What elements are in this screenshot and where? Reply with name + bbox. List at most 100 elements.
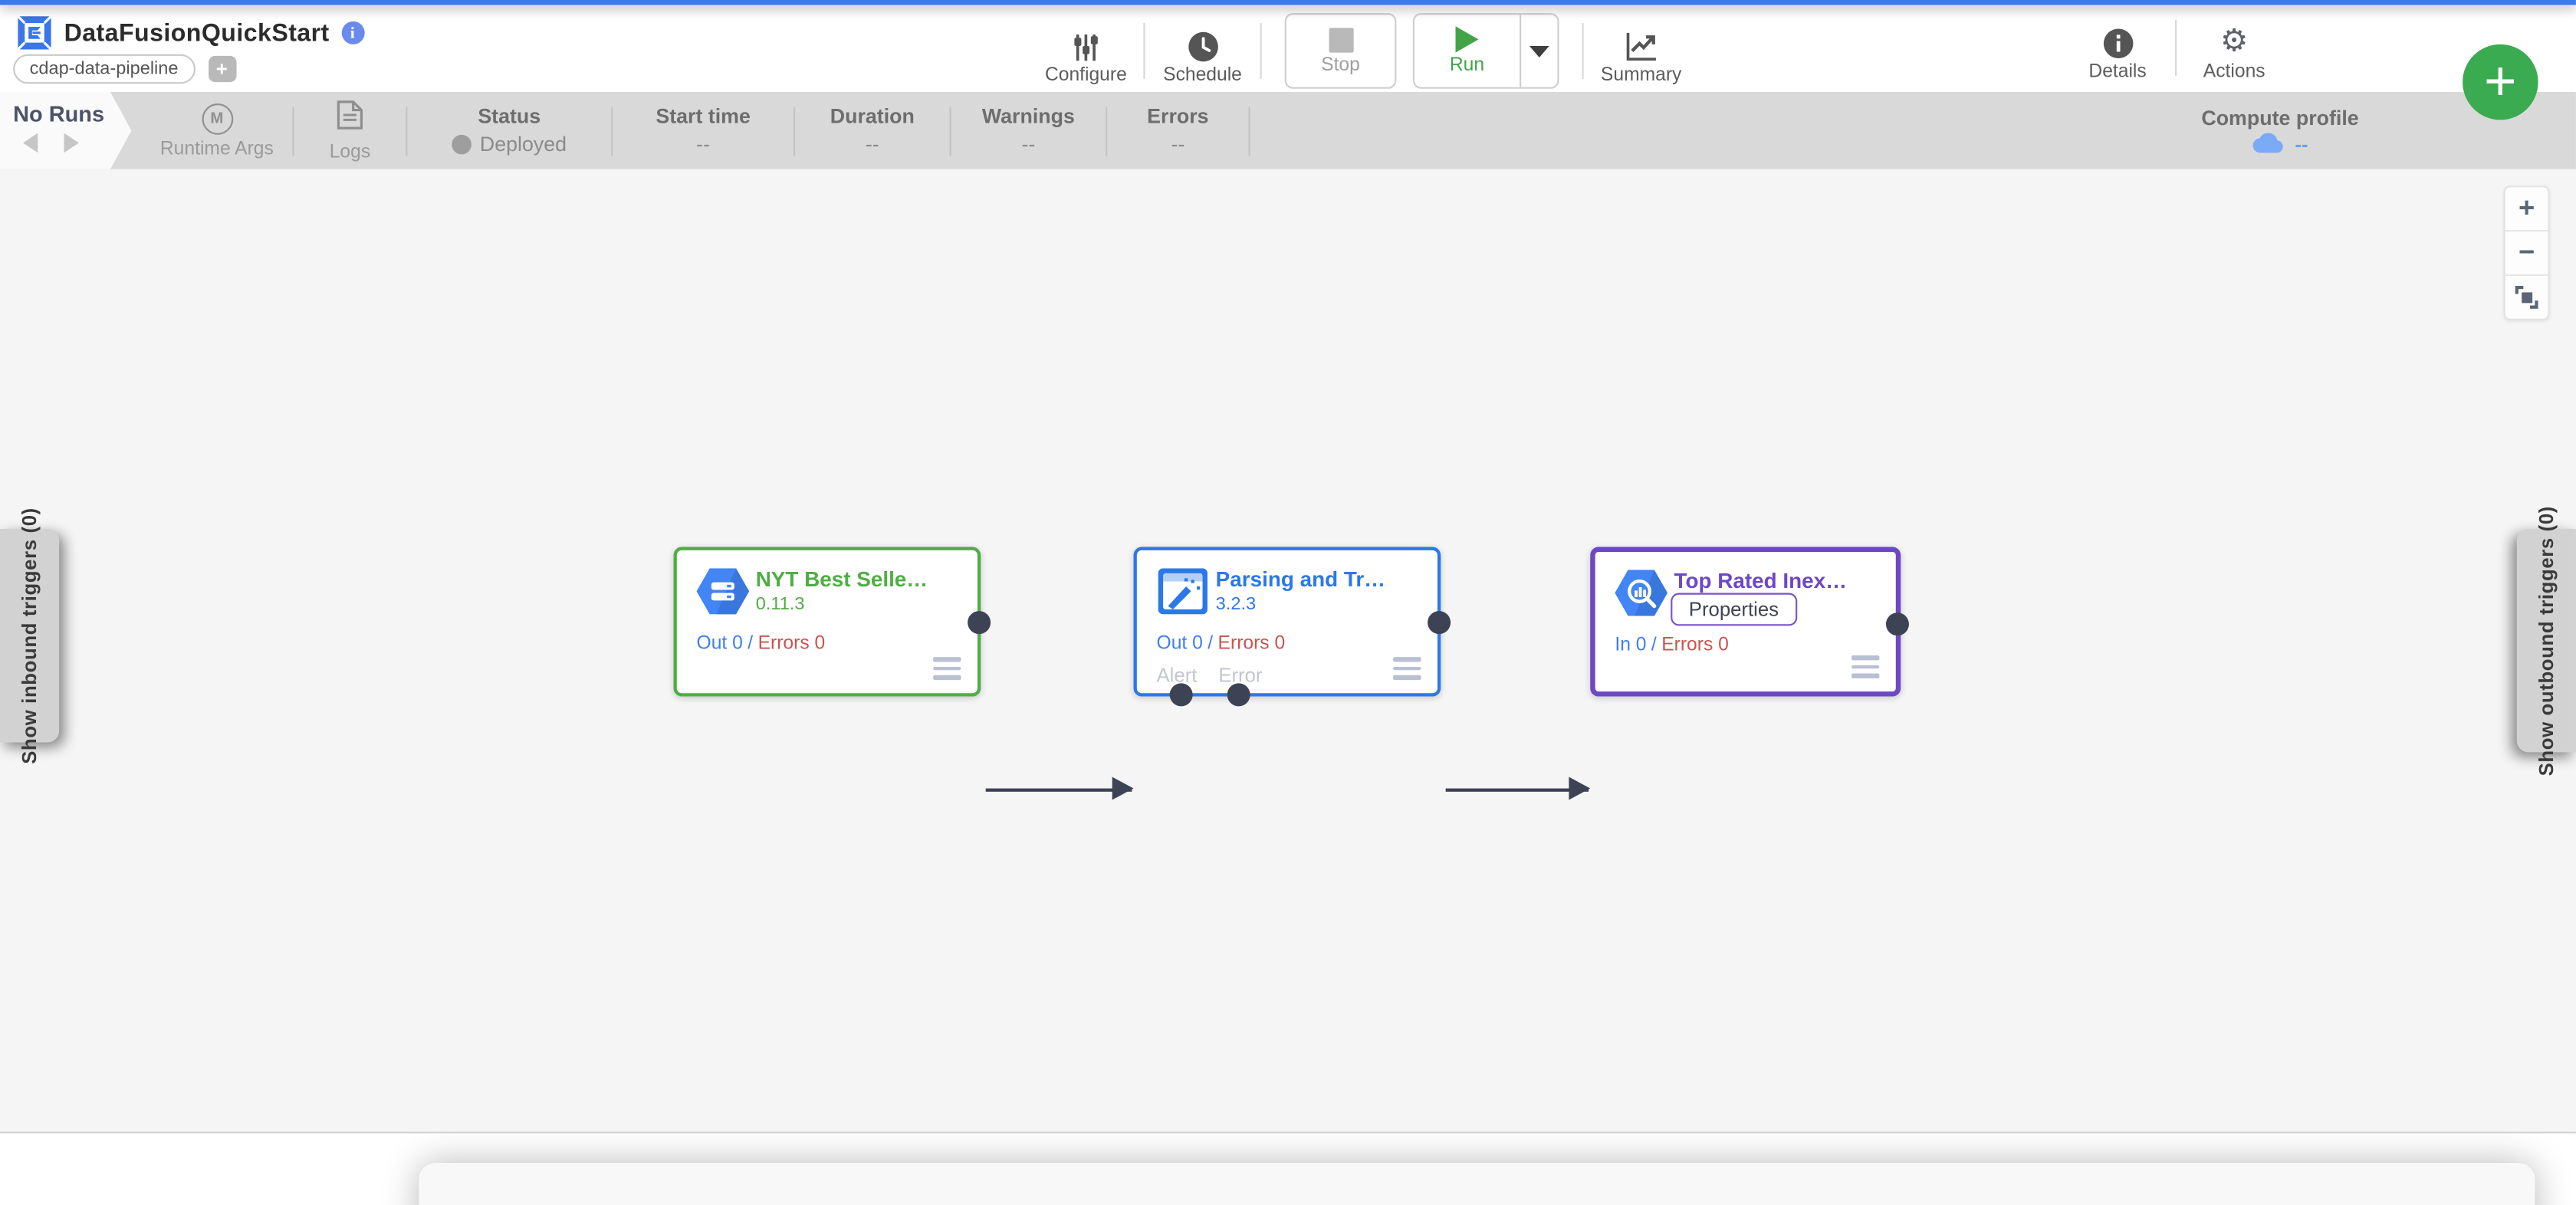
properties-button[interactable]: Properties [1671,593,1797,626]
run-nav-arrows [22,133,79,153]
fit-to-screen-button[interactable] [2505,274,2548,319]
previous-run-arrow-icon[interactable] [22,133,38,153]
configure-button[interactable]: Configure [1038,16,1133,85]
runtime-args-label: Runtime Args [159,139,274,159]
pipeline-brand: DataFusionQuickStart i [16,15,364,51]
inbound-triggers-tab[interactable]: Show inbound triggers (0) [0,507,60,764]
errors-metric: Errors 0 [757,634,826,654]
cloud-icon [2252,133,2283,153]
errors-column: Errors -- [1117,105,1239,156]
logs-button[interactable]: Logs [304,100,396,162]
outbound-triggers-tab[interactable]: Show outbound triggers (0) [2516,506,2576,776]
divider [1260,22,1262,79]
divider [793,106,796,156]
zoom-out-button[interactable]: − [2505,229,2548,274]
start-time-value: -- [696,133,711,156]
stop-icon [1328,27,1353,52]
divider [1106,106,1108,156]
clock-icon [1187,26,1218,62]
node-menu-icon[interactable] [933,657,961,681]
errors-metric: Errors 0 [1217,634,1286,654]
stop-button[interactable]: Stop [1284,13,1397,89]
wrangler-icon [1158,568,1208,615]
gear-icon: ⚙ [2220,25,2249,60]
pipeline-tags: cdap-data-pipeline + [13,54,236,84]
add-pipeline-fab[interactable]: + [2463,44,2538,120]
errors-value: -- [1171,133,1185,156]
arrowhead-icon [1569,777,1591,800]
duration-column: Duration -- [805,105,940,156]
start-time-column: Start time -- [623,105,784,156]
edge-transform-to-sink[interactable] [1445,777,1591,800]
divider [2175,19,2177,76]
app-header: DataFusionQuickStart i cdap-data-pipelin… [0,5,2576,120]
divider [1248,106,1250,156]
pipeline-title: DataFusionQuickStart [64,18,330,48]
node-sink[interactable]: Top Rated Inex… Properties In 0/Errors 0 [1590,547,1909,697]
play-icon [1455,26,1479,53]
output-port[interactable] [968,611,991,635]
run-button-group: Run [1412,13,1559,89]
edge-source-to-transform[interactable] [985,777,1134,800]
node-menu-icon[interactable] [1393,657,1421,681]
bigquery-hexagon-icon [1615,570,1668,616]
actions-label: Actions [2203,62,2266,83]
schedule-label: Schedule [1163,65,1242,86]
output-port[interactable] [1428,611,1451,635]
output-port[interactable] [1885,612,1909,636]
zoom-controls: + − [2503,186,2550,320]
node-metrics: In 0/Errors 0 [1615,635,1728,655]
run-options-dropdown[interactable] [1520,15,1557,87]
status-value: Deployed [479,133,567,156]
compute-profile-value: -- [2295,132,2308,156]
metric-separator: / [1651,635,1657,655]
node-metrics: Out 0/Errors 0 [1157,634,1286,654]
sliders-icon [1071,26,1101,62]
document-icon [337,100,363,137]
node-menu-icon[interactable] [1851,655,1880,678]
node-title: NYT Best Selle… [755,566,928,592]
error-port-label: Error [1218,663,1263,687]
divider [292,106,294,156]
warnings-column: Warnings -- [961,105,1096,156]
stop-label: Stop [1321,54,1360,75]
status-column: Status Deployed [417,105,601,156]
divider [406,106,408,156]
metric-separator: / [1208,634,1214,654]
run-bar-items: M Runtime Args Logs Status Deployed [151,92,1260,169]
arrowhead-icon [1112,777,1134,800]
divider [949,106,951,156]
info-icon [2102,23,2134,59]
start-time-header: Start time [656,105,751,129]
node-transform[interactable]: Parsing and Tr… 3.2.3 Out 0/Errors 0 Ale… [1133,547,1451,707]
node-source[interactable]: NYT Best Selle… 0.11.3 Out 0/Errors 0 [673,547,991,697]
schedule-button[interactable]: Schedule [1155,16,1250,85]
out-metric: Out 0 [1156,634,1203,654]
run-label: Run [1449,55,1485,76]
no-runs-label: No Runs [13,101,105,126]
actions-button[interactable]: ⚙ Actions [2187,13,2282,82]
status-header: Status [478,105,541,129]
error-port[interactable] [1227,683,1250,707]
duration-header: Duration [830,105,915,129]
run-level-bar: No Runs M Runtime Args Log [0,91,2576,169]
summary-button[interactable]: Summary [1594,16,1689,85]
alert-port-label: Alert [1156,663,1198,687]
pipeline-canvas[interactable]: + − Show inbound triggers (0) Show outbo… [0,169,2576,1134]
inbound-triggers-label: Show inbound triggers (0) [18,507,41,764]
runtime-args-icon: M [201,102,233,134]
runtime-args-button[interactable]: M Runtime Args [151,102,282,159]
details-button[interactable]: Details [2070,13,2165,82]
node-title: Top Rated Inex… [1674,568,1847,593]
run-button[interactable]: Run [1414,15,1520,87]
add-tag-button[interactable]: + [208,55,236,83]
pipeline-info-icon[interactable]: i [340,21,364,44]
gcs-hexagon-icon [696,568,750,615]
node-version: 3.2.3 [1215,594,1257,615]
compute-profile[interactable]: Compute profile -- [2201,92,2358,169]
zoom-in-button[interactable]: + [2518,192,2535,224]
next-run-arrow-icon[interactable] [64,133,79,153]
node-title: Parsing and Tr… [1215,566,1386,592]
alert-port[interactable] [1169,683,1193,707]
